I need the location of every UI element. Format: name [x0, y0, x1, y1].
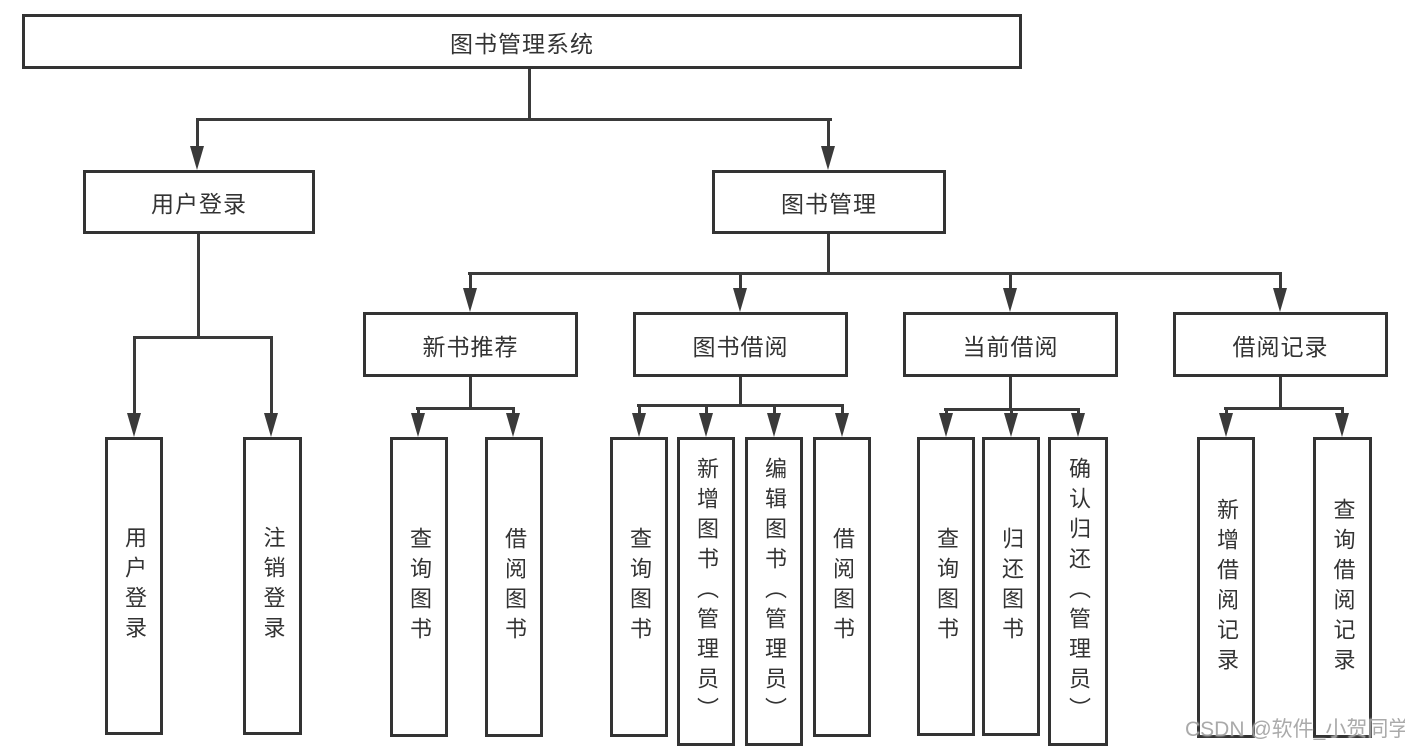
connector-book-mgmt-stem-1	[469, 272, 472, 290]
connector-book-mgmt-stem-2	[739, 272, 742, 290]
leaf-logout-login: 注销登录	[243, 437, 302, 735]
leaf-logout-login-label: 注销登录	[260, 526, 286, 646]
connector-bb-stem-1	[638, 404, 641, 415]
leaf-add-book-admin: 新增图书（管理员）	[677, 437, 735, 746]
leaf-confirm-return-admin: 确认归还（管理员）	[1048, 437, 1108, 746]
leaf-add-book-admin-label: 新增图书（管理员）	[694, 456, 719, 727]
connector-user-login-stub	[197, 234, 200, 336]
arrow-cb-leaf-1	[939, 413, 953, 437]
connector-bb-stem-4	[841, 404, 844, 415]
connector-cb-stub	[1009, 377, 1012, 408]
node-book-management-label: 图书管理	[781, 191, 877, 217]
arrow-cb-leaf-3	[1071, 413, 1085, 437]
leaf-query-books-1-label: 查询图书	[407, 527, 432, 647]
connector-book-mgmt-stem-3	[1009, 272, 1012, 290]
node-root: 图书管理系统	[22, 14, 1022, 69]
node-new-book-recommend: 新书推荐	[363, 312, 578, 377]
connector-user-login-stem-right	[270, 336, 273, 413]
connector-root-stub	[528, 69, 531, 118]
arrow-bb-leaf-4	[835, 413, 849, 437]
node-book-borrow: 图书借阅	[633, 312, 848, 377]
leaf-query-borrow-record-label: 查询借阅记录	[1330, 497, 1356, 678]
leaf-return-book: 归还图书	[982, 437, 1040, 736]
arrow-nbr-leaf-1	[411, 413, 425, 437]
leaf-query-books-3-label: 查询图书	[934, 526, 959, 647]
arrow-bb-leaf-2	[699, 413, 713, 437]
node-new-book-recommend-label: 新书推荐	[422, 333, 519, 360]
leaf-confirm-return-admin-label: 确认归还（管理员）	[1066, 456, 1091, 727]
leaf-add-borrow-record-label: 新增借阅记录	[1214, 497, 1239, 678]
connector-nbr-hline	[416, 407, 515, 410]
connector-user-login-stem-left	[133, 336, 136, 413]
connector-book-mgmt-hline	[468, 272, 1282, 275]
node-current-borrow-label: 当前借阅	[962, 333, 1059, 360]
connector-bb-stem-3	[773, 404, 776, 415]
leaf-query-books-3: 查询图书	[917, 437, 975, 736]
node-current-borrow: 当前借阅	[903, 312, 1118, 377]
connector-bb-hline	[637, 404, 844, 407]
connector-nbr-stub	[469, 377, 472, 407]
connector-br-hline	[1224, 407, 1343, 410]
connector-book-mgmt-stem-4	[1279, 272, 1282, 290]
arrow-to-new-book-recommend	[463, 288, 477, 312]
arrow-to-leaf-logout	[264, 413, 278, 437]
connector-bb-stem-2	[705, 404, 708, 415]
arrow-to-current-borrow	[1003, 288, 1017, 312]
leaf-query-books-2: 查询图书	[610, 437, 668, 737]
leaf-edit-book-admin-label: 编辑图书（管理员）	[762, 456, 787, 727]
leaf-query-borrow-record: 查询借阅记录	[1313, 437, 1372, 738]
connector-root-stem-right	[827, 118, 830, 148]
connector-cb-stem-3	[1077, 408, 1080, 415]
connector-book-mgmt-stub	[827, 234, 830, 272]
connector-br-stem-1	[1225, 407, 1228, 415]
leaf-query-books-2-label: 查询图书	[627, 527, 652, 647]
node-book-management: 图书管理	[712, 170, 946, 234]
node-user-login: 用户登录	[83, 170, 315, 234]
arrow-to-leaf-user-login	[127, 413, 141, 437]
leaf-return-book-label: 归还图书	[999, 526, 1024, 647]
leaf-borrow-books-2: 借阅图书	[813, 437, 871, 737]
connector-nbr-stem-2	[512, 407, 515, 415]
arrow-nbr-leaf-2	[506, 413, 520, 437]
leaf-borrow-books-1: 借阅图书	[485, 437, 543, 737]
connector-root-stem-left	[196, 118, 199, 148]
arrow-to-borrow-records	[1273, 288, 1287, 312]
leaf-borrow-books-2-label: 借阅图书	[830, 527, 855, 647]
connector-user-login-hline	[133, 336, 273, 339]
leaf-borrow-books-1-label: 借阅图书	[502, 527, 527, 647]
leaf-query-books-1: 查询图书	[390, 437, 448, 737]
node-book-borrow-label: 图书借阅	[692, 333, 789, 360]
node-borrow-records: 借阅记录	[1173, 312, 1388, 377]
leaf-add-borrow-record: 新增借阅记录	[1197, 437, 1255, 738]
csdn-watermark: CSDN @软件_小贺同学	[1185, 718, 1405, 741]
arrow-cb-leaf-2	[1004, 413, 1018, 437]
arrow-br-leaf-2	[1335, 413, 1349, 437]
node-root-label: 图书管理系统	[450, 30, 594, 57]
arrow-to-book-management	[821, 146, 835, 170]
leaf-edit-book-admin: 编辑图书（管理员）	[745, 437, 803, 746]
connector-bb-stub	[739, 377, 742, 404]
connector-cb-stem-2	[1010, 408, 1013, 415]
connector-root-hline	[196, 118, 832, 121]
arrow-to-user-login	[190, 146, 204, 170]
connector-br-stub	[1279, 377, 1282, 407]
arrow-bb-leaf-3	[767, 413, 781, 437]
connector-cb-stem-1	[945, 408, 948, 415]
connector-nbr-stem-1	[417, 407, 420, 415]
node-user-login-label: 用户登录	[151, 191, 247, 217]
arrow-to-book-borrow	[733, 288, 747, 312]
leaf-user-login-label: 用户登录	[122, 526, 147, 646]
node-borrow-records-label: 借阅记录	[1232, 333, 1329, 360]
arrow-br-leaf-1	[1219, 413, 1233, 437]
arrow-bb-leaf-1	[632, 413, 646, 437]
leaf-user-login: 用户登录	[105, 437, 163, 735]
connector-br-stem-2	[1341, 407, 1344, 415]
